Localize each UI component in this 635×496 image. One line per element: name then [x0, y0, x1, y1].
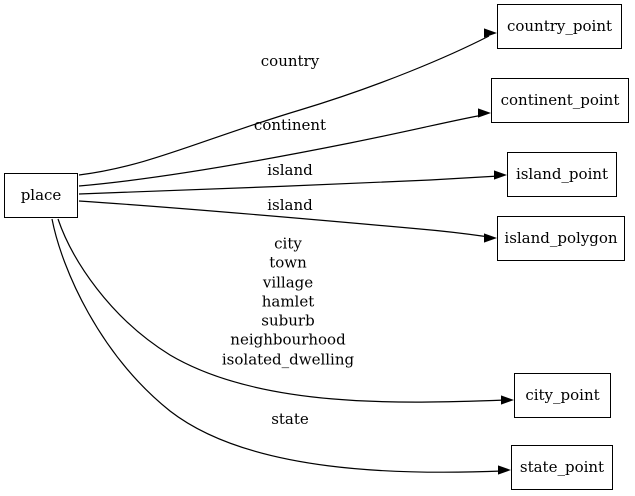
edge-path-edge-country	[78, 35, 490, 176]
edge-label-line: hamlet	[261, 292, 315, 311]
edge-label-edge-state: state	[271, 411, 309, 429]
edge-label-line: city	[274, 234, 302, 253]
arrowhead-edge-island-polygon	[484, 233, 497, 243]
edge-label-line: neighbourhood	[230, 330, 346, 349]
node-label: place	[20, 186, 62, 204]
edge-path-edge-continent	[78, 114, 484, 187]
edge-label-edge-country: country	[261, 53, 319, 71]
edge-label-line: country	[260, 52, 320, 71]
edge-label-line: town	[269, 253, 307, 272]
edge-path-edge-state	[51, 218, 504, 473]
node-label: continent_point	[500, 91, 620, 109]
node-city_point[interactable]: city_point	[514, 373, 611, 418]
edge-arrowheads	[478, 28, 514, 475]
arrowhead-edge-state	[498, 465, 511, 475]
node-island_polygon[interactable]: island_polygon	[497, 216, 625, 261]
arrowhead-edge-city	[501, 395, 514, 405]
node-label: city_point	[525, 386, 600, 404]
arrowhead-edge-continent	[478, 108, 491, 118]
node-label: state_point	[519, 458, 605, 476]
edge-label-line: state	[271, 410, 309, 429]
node-continent_point[interactable]: continent_point	[491, 78, 629, 123]
edge-label-edge-continent: continent	[254, 117, 326, 135]
edge-label-line: isolated_dwelling	[221, 350, 355, 369]
node-place[interactable]: place	[4, 173, 78, 218]
node-label: island_polygon	[504, 229, 618, 247]
edge-path-edge-island-point	[78, 175, 500, 195]
edge-label-edge-island-point: island	[267, 162, 313, 180]
node-label: country_point	[506, 17, 613, 35]
node-island_point[interactable]: island_point	[507, 152, 617, 197]
edge-label-line: continent	[253, 116, 327, 135]
edge-label-line: island	[267, 161, 313, 180]
edge-path-edge-city	[57, 218, 507, 403]
edge-label-line: village	[262, 273, 314, 292]
edge-label-line: island	[267, 196, 313, 215]
arrowhead-edge-island-point	[494, 170, 507, 180]
edge-paths	[51, 35, 507, 473]
node-label: island_point	[515, 165, 609, 183]
node-state_point[interactable]: state_point	[511, 445, 613, 490]
arrowhead-edge-country	[484, 28, 497, 38]
edge-path-edge-island-polygon	[78, 200, 490, 238]
node-country_point[interactable]: country_point	[497, 4, 622, 49]
edge-label-line: suburb	[261, 311, 315, 330]
edge-label-edge-island-polygon: island	[267, 197, 313, 215]
